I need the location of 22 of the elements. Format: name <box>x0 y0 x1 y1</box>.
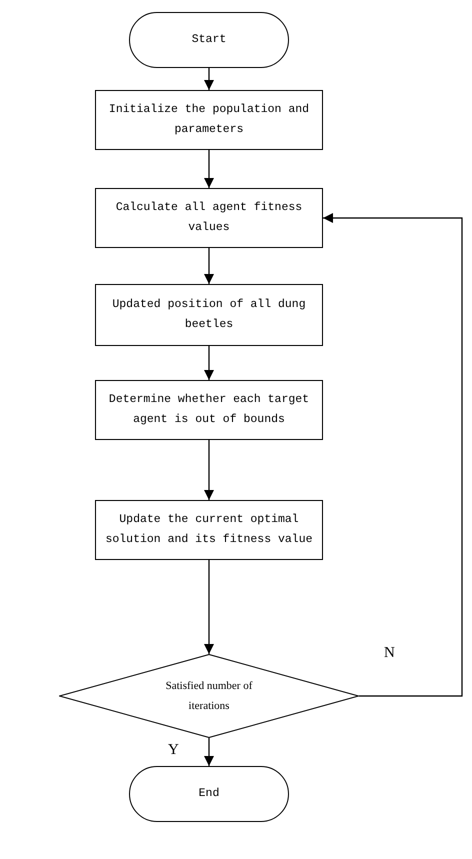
process-box <box>95 380 323 440</box>
node-text: End <box>198 786 220 802</box>
node-text: Calculate all agent fitness values <box>114 200 304 236</box>
arrow <box>204 346 214 380</box>
arrow <box>204 738 214 766</box>
arrow <box>204 560 214 654</box>
arrow <box>204 68 214 90</box>
arrow <box>323 213 463 697</box>
node-text: Updated position of all dung beetles <box>111 297 307 333</box>
node-text: Start <box>192 32 226 48</box>
arrow <box>204 150 214 188</box>
arrow <box>204 248 214 284</box>
node-text: Determine whether each target agent is out of bounds <box>108 392 310 428</box>
node-text: Update the current optimal solution and its fitness value <box>104 512 314 548</box>
node-text: Initialize the population and parameters <box>108 102 310 138</box>
process-box <box>95 500 323 560</box>
process-box <box>95 90 323 150</box>
node-text: Satisfied number of iterations <box>164 679 254 714</box>
arrow <box>204 440 214 500</box>
process-box <box>95 284 323 346</box>
process-box <box>95 188 323 248</box>
decision-diamond <box>59 654 359 738</box>
